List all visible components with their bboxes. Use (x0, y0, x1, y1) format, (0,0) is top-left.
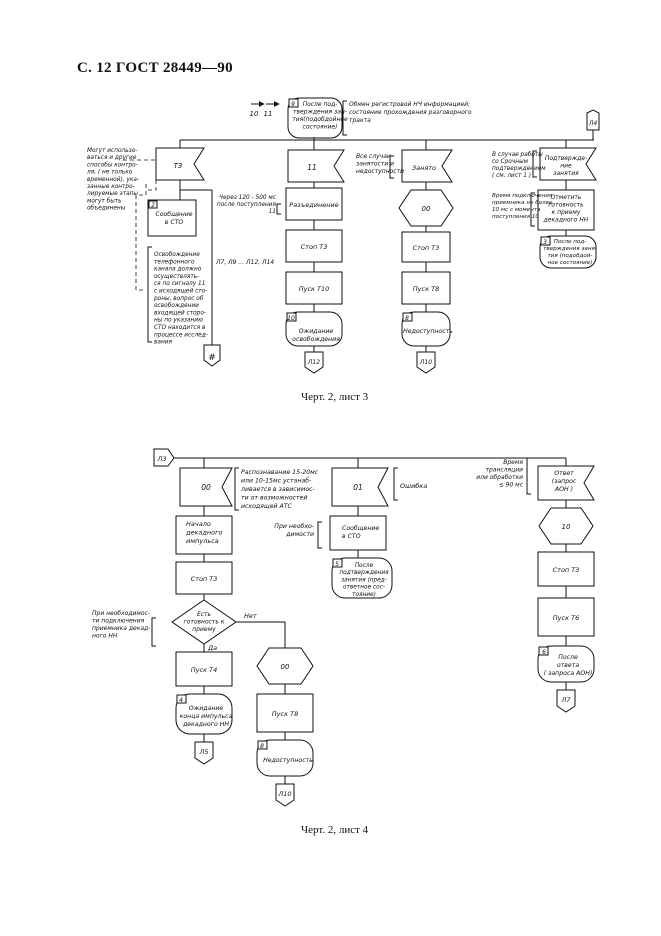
decision-no-label: Нет (244, 612, 257, 620)
figure-caption-sheet4: Черт. 2, лист 4 (301, 824, 369, 836)
receive-busy: Занято (412, 164, 436, 172)
connector-l5: Л5 (198, 748, 208, 756)
connector-list-label: Л7, Л9 ... Л12, Л14 (215, 259, 274, 266)
state-number: 10 (287, 315, 295, 322)
state-number: 5 (335, 561, 339, 568)
connector-l4: Л4 (588, 120, 598, 127)
state-number: 8 (405, 315, 409, 322)
stop-t3-box: Стоп Т3 (413, 244, 440, 252)
receive-01: 01 (353, 483, 363, 492)
signal-10: 10 (562, 523, 571, 531)
receive-signal-11: 11 (307, 163, 317, 172)
connector-l10: Л10 (277, 790, 291, 798)
state-number: 8 (260, 743, 264, 750)
signal-11-label: 11 (264, 110, 273, 118)
stop-t3-box: Стоп Т3 (191, 575, 218, 583)
start-t6-box: Пуск Т6 (553, 614, 579, 622)
state-number: 3 (543, 239, 547, 246)
note-register-exchange: Обмен регистровой НЧ информацией;состоян… (349, 101, 472, 124)
signal-00: 00 (422, 205, 431, 213)
stop-t3-box: Стоп Т3 (301, 243, 328, 251)
timer-t3-label: Т3 (174, 162, 183, 170)
state-after-confirm-top: После под-тверждения зан-тия(подобдойное… (292, 101, 348, 131)
state-unavailable: Недоступность (263, 757, 313, 764)
connector-l7: Л7 (560, 696, 571, 704)
state-number: 6 (542, 649, 546, 656)
state-number: 2 (151, 202, 155, 209)
state-number: 4 (179, 697, 183, 704)
figure-caption-sheet3: Черт. 2, лист 3 (301, 391, 369, 403)
connector-l3: Л3 (156, 455, 166, 463)
start-t10-box: Пуск Т10 (299, 285, 330, 293)
start-t4-box: Пуск Т4 (191, 666, 217, 674)
receive-00: 00 (201, 483, 211, 492)
decision-yes-label: Да (207, 644, 217, 652)
connector-l10: Л10 (419, 359, 432, 366)
connector-hash: # (208, 353, 216, 363)
signal-00: 00 (281, 663, 290, 671)
start-t8-box: Пуск Т8 (272, 710, 298, 718)
state-after-confirm: После под-тверждения заня-тия (подобдой-… (543, 239, 597, 266)
sheet3-diagram (123, 97, 600, 374)
disconnect-box: Разъединение (289, 201, 338, 209)
note-error: Ошибка (400, 482, 427, 490)
connector-l12: Л12 (307, 359, 320, 366)
note-if-needed: При необхо-димости (274, 522, 314, 538)
stop-t3-box: Стоп Т3 (553, 566, 580, 574)
signal-10-label: 10 (250, 110, 259, 118)
sheet4-diagram (151, 448, 595, 807)
state-unavailable: Недоступность (403, 328, 453, 335)
state-number: 9 (291, 101, 295, 108)
page-header: С. 12 ГОСТ 28449—90 (77, 60, 233, 76)
start-t8-box: Пуск Т8 (413, 285, 439, 293)
